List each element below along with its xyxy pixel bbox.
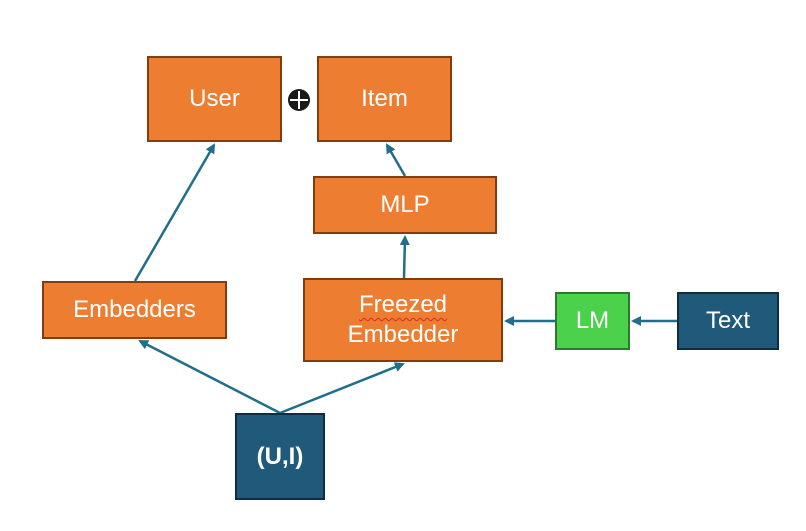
text-label: Text (705, 307, 750, 334)
freezed-label-line1: Freezed (358, 291, 448, 318)
edge-embedders-to-user (133, 143, 216, 282)
user-node: User (147, 56, 282, 142)
user-item-pair-node: (U,I) (235, 413, 325, 500)
concat-operator-icon (288, 89, 310, 111)
edge-freezed-embedder-to-mlp (399, 235, 410, 279)
embedders-node: Embedders (42, 281, 227, 339)
mlp-node: MLP (313, 176, 497, 234)
item-node: Item (317, 56, 452, 142)
item-label: Item (361, 85, 408, 112)
lm-node: LM (555, 292, 630, 350)
freezed-embedder-node: Freezed Embedder (303, 278, 503, 362)
edge-ui-to-freezed-embedder (279, 362, 405, 415)
lm-label: LM (575, 307, 610, 334)
edge-mlp-to-item (385, 143, 407, 177)
text-node: Text (677, 292, 779, 350)
freezed-label-line2: Embedder (347, 321, 459, 348)
embedders-label: Embedders (73, 296, 196, 323)
mlp-label: MLP (380, 191, 430, 218)
edge-ui-to-embedders (138, 339, 281, 415)
user-label: User (189, 85, 240, 112)
user-item-pair-label: (U,I) (256, 442, 304, 470)
